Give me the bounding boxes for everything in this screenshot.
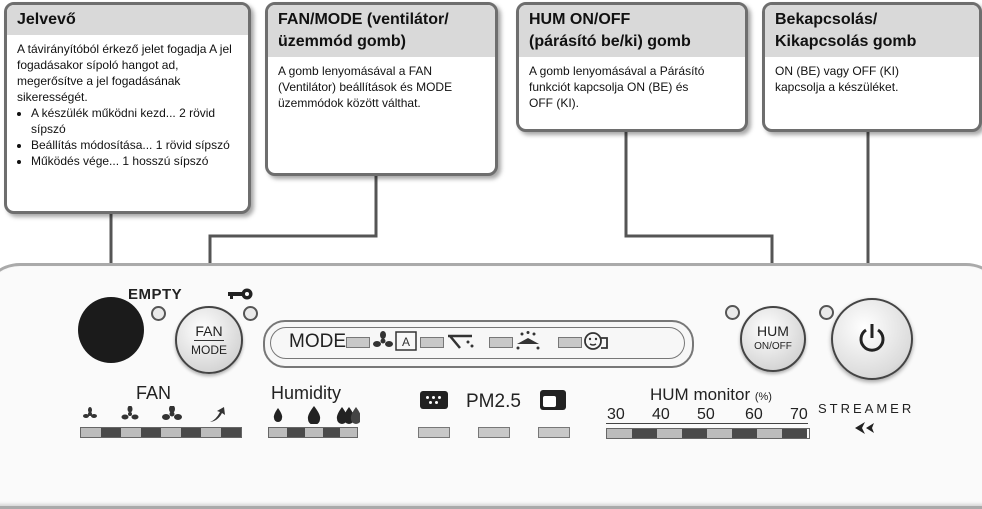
streamer-icon xyxy=(855,422,874,434)
mode-lamp-econo xyxy=(489,337,513,348)
hum-callout: HUM ON/OFF (párásító be/ki) gomb A gomb … xyxy=(516,2,748,132)
fan-mode-text: A gomb lenyomásával a FAN (Ventilátor) b… xyxy=(278,64,453,110)
auto-mode-icon: A xyxy=(395,331,417,351)
hum-text: A gomb lenyomásával a Párásító funkciót … xyxy=(529,64,705,110)
fan-button-divider xyxy=(194,340,224,341)
receiver-bullet: Beállítás módosítása... 1 rövid sípszó xyxy=(31,137,238,153)
fan-icon xyxy=(373,331,393,347)
hum-scale-50: 50 xyxy=(697,406,715,423)
hum-title-2: (párásító be/ki) gomb xyxy=(529,33,691,50)
onoff-button-label: ON/OFF xyxy=(754,341,792,352)
power-icon xyxy=(859,324,885,352)
child-lock-led xyxy=(243,306,258,321)
fan-mode-title-2: üzemmód gomb) xyxy=(278,33,406,50)
turbo-icon xyxy=(210,407,225,422)
empty-led xyxy=(151,306,166,321)
baby-mode-icon xyxy=(584,332,608,350)
fan-high-icon xyxy=(162,406,182,420)
humidity-label: Humidity xyxy=(271,383,342,403)
hum-led-right xyxy=(819,305,834,320)
power-callout: Bekapcsolás/ Kikapcsolás gomb ON (BE) va… xyxy=(762,2,982,132)
hum-monitor-title: HUM monitor xyxy=(650,385,751,404)
dust-lamp xyxy=(418,427,450,438)
power-button[interactable] xyxy=(831,298,913,380)
hum-scale-30: 30 xyxy=(607,406,625,423)
svg-text:A: A xyxy=(402,335,410,349)
key-icon xyxy=(228,288,253,300)
quiet-mode-icon xyxy=(516,331,540,350)
dust-sensor-icon xyxy=(420,391,448,409)
receiver-bullet: Működés vége... 1 hosszú sípszó xyxy=(31,153,238,169)
drop-mid-icon xyxy=(307,406,321,424)
empty-label: EMPTY xyxy=(128,286,183,303)
power-text: ON (BE) vagy OFF (KI) kapcsolja a készül… xyxy=(775,64,900,94)
power-title-2: Kikapcsolás gomb xyxy=(775,33,917,50)
fan-label: FAN xyxy=(136,383,172,403)
receiver-text: A távirányítóból érkező jelet fogadja A … xyxy=(17,42,232,104)
odor-sensor-icon xyxy=(540,390,566,410)
pm25-lamp xyxy=(478,427,510,438)
mode-display xyxy=(263,320,694,368)
hum-button-label: HUM xyxy=(757,323,789,339)
fan-low-icon xyxy=(83,407,97,418)
fan-speed-bar xyxy=(80,427,242,438)
drop-low-icon xyxy=(273,408,283,422)
hum-monitor-label: HUM monitor (%) xyxy=(650,385,772,405)
receiver-bullet: A készülék működni kezd... 2 rövid sípsz… xyxy=(31,105,238,137)
hum-title-1: HUM ON/OFF xyxy=(529,11,631,28)
odor-lamp xyxy=(538,427,570,438)
pm25-label: PM2.5 xyxy=(466,391,521,412)
hum-on-off-button[interactable]: HUM ON/OFF xyxy=(740,306,806,372)
mode-label: MODE xyxy=(289,331,346,352)
humidity-level-icons xyxy=(273,406,360,424)
mode-lamp-auto xyxy=(346,337,370,348)
fan-mid-icon xyxy=(121,406,139,420)
hum-monitor-unit: (%) xyxy=(754,391,772,403)
hum-scale-40: 40 xyxy=(652,406,670,423)
mode-lamp-baby xyxy=(558,337,582,348)
fan-mode-title-1: FAN/MODE (ventilátor/ xyxy=(278,11,449,28)
mode-button-label: MODE xyxy=(191,343,227,357)
power-title-1: Bekapcsolás/ xyxy=(775,11,878,28)
mode-lamp-pollen xyxy=(420,337,444,348)
fan-mode-button[interactable]: FAN MODE xyxy=(175,306,243,374)
fan-speed-icons xyxy=(83,406,225,422)
receiver-title: Jelvevő xyxy=(7,5,248,35)
device-panel xyxy=(0,263,982,509)
pollen-mode-icon xyxy=(448,334,474,349)
hum-led-left xyxy=(725,305,740,320)
hum-monitor-bar xyxy=(606,428,810,439)
hum-scale-60: 60 xyxy=(745,406,763,423)
hum-scale-70: 70 xyxy=(790,406,808,423)
signal-receiver xyxy=(78,297,144,363)
fan-button-label: FAN xyxy=(195,323,223,339)
receiver-callout: Jelvevő A távirányítóból érkező jelet fo… xyxy=(4,2,251,214)
drop-high-icon xyxy=(336,407,360,424)
streamer-label: STREAMER xyxy=(818,401,915,416)
receiver-bullets: A készülék működni kezd... 2 rövid sípsz… xyxy=(17,105,238,169)
fan-mode-callout: FAN/MODE (ventilátor/ üzemmód gomb) A go… xyxy=(265,2,498,176)
humidity-level-bar xyxy=(268,427,358,438)
hum-scale-line xyxy=(606,423,808,424)
